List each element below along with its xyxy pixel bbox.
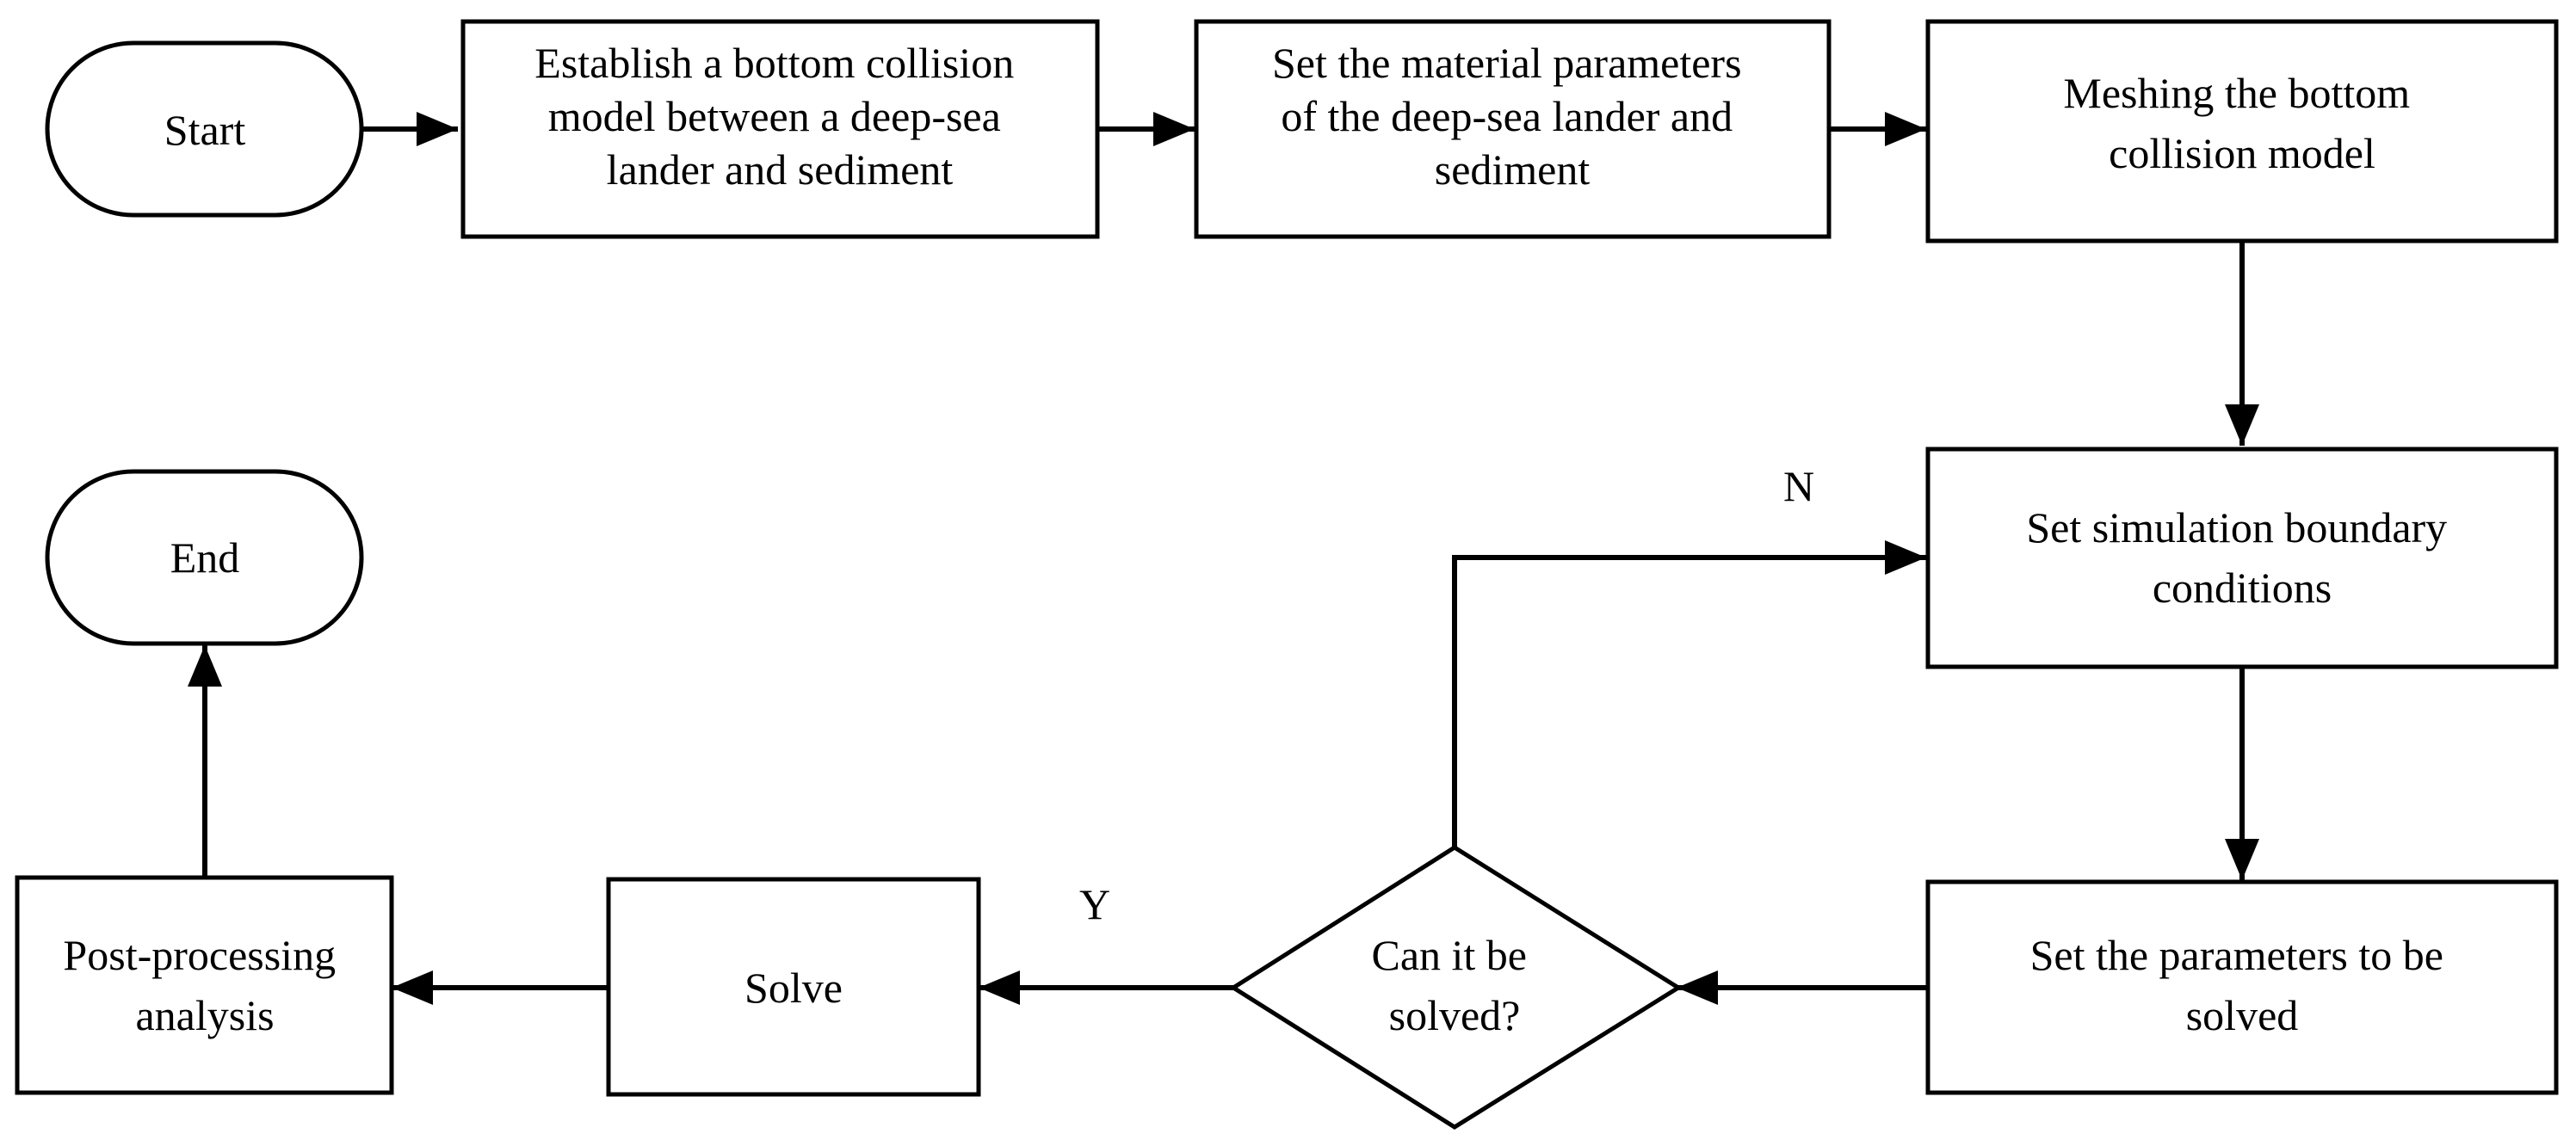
solve-label: Solve [744,964,843,1012]
start-label: Start [164,106,246,154]
establish-model-label: Establish a bottom collision model betwe… [534,39,1024,194]
edge-labels: N Y [1079,462,1814,928]
boundary-conditions-box [1925,447,2559,669]
material-parameters-label: Set the material parameters of the deep-… [1272,39,1752,194]
post-processing-box [15,875,394,1095]
can-it-be-solved-decision [1229,845,1683,1130]
decision-label: Can it be solved? [1371,931,1537,1039]
arrow-decision-to-boundary-no [1452,540,1926,847]
yes-edge-label: Y [1079,880,1110,928]
connectors [188,112,2259,1005]
no-edge-label: N [1783,462,1814,510]
meshing-box [1925,19,2559,243]
parameters-to-solve-box [1925,879,2559,1095]
end-terminal [45,469,364,646]
establish-model-box [460,19,1100,239]
parameters-to-solve-label: Set the parameters to be solved [2030,931,2455,1039]
end-label: End [170,533,240,582]
nodes [15,19,2559,1130]
material-parameters-box [1194,19,1832,239]
boundary-conditions-label: Set simulation boundary conditions [2026,503,2457,612]
meshing-label: Meshing the bottom collision model [2063,69,2420,177]
start-terminal [45,40,364,218]
solve-box [606,877,981,1097]
post-processing-label: Post-processing analysis [63,931,346,1039]
node-labels: Start Establish a bottom collision model… [63,39,2457,1039]
